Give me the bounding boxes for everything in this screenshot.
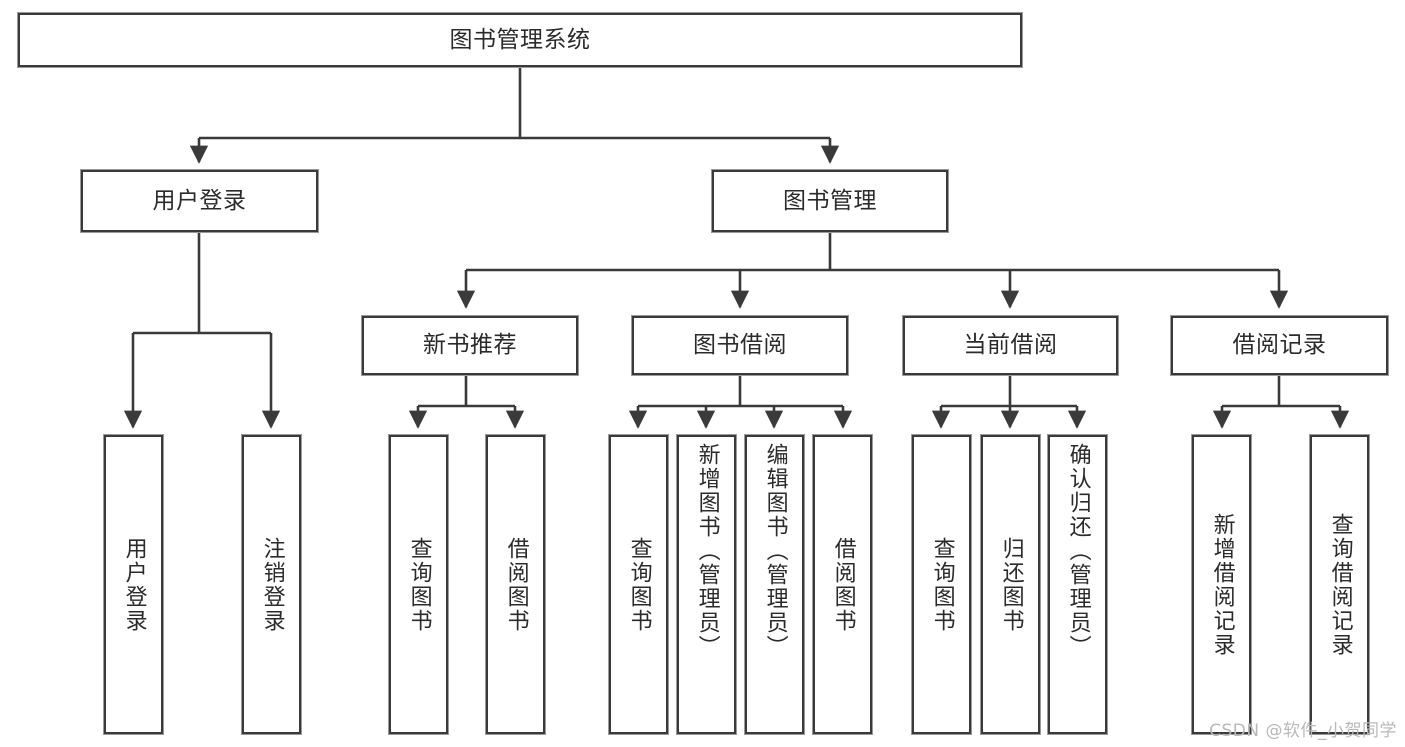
node-leaf-query-book-borrow[interactable]: 查询图书 (609, 435, 668, 734)
node-label: 编辑图书（管理员） (762, 443, 788, 659)
node-label: 查询图书 (626, 536, 652, 633)
node-label: 查询图书 (406, 536, 432, 633)
watermark: CSDN @软件_小贺同学 (1209, 721, 1397, 741)
node-label: 查询借阅记录 (1327, 512, 1353, 657)
node-book-management[interactable]: 图书管理 (712, 170, 948, 232)
node-label: 确认归还（管理员） (1065, 443, 1091, 659)
node-book-borrow[interactable]: 图书借阅 (632, 316, 848, 375)
node-label: 注销登录 (259, 536, 285, 633)
node-leaf-borrow-book[interactable]: 借阅图书 (813, 435, 872, 734)
node-label: 借阅记录 (1232, 332, 1327, 359)
node-borrow-record[interactable]: 借阅记录 (1171, 316, 1388, 375)
node-leaf-user-login[interactable]: 用户登录 (104, 435, 163, 734)
node-label: 图书借阅 (693, 332, 787, 359)
node-label: 当前借阅 (963, 332, 1058, 359)
node-label: 归还图书 (998, 536, 1024, 633)
node-leaf-query-book-recommend[interactable]: 查询图书 (389, 435, 448, 734)
node-leaf-add-book-admin[interactable]: 新增图书（管理员） (677, 435, 736, 734)
node-current-borrow[interactable]: 当前借阅 (903, 316, 1118, 375)
node-label: 新增图书（管理员） (694, 443, 720, 659)
node-user-login[interactable]: 用户登录 (81, 170, 318, 232)
node-leaf-query-borrow-record[interactable]: 查询借阅记录 (1310, 435, 1369, 734)
node-leaf-add-borrow-record[interactable]: 新增借阅记录 (1192, 435, 1251, 734)
node-leaf-query-book-current[interactable]: 查询图书 (912, 435, 971, 734)
node-label: 用户登录 (121, 536, 147, 633)
node-leaf-borrow-book-recommend[interactable]: 借阅图书 (486, 435, 545, 734)
node-label: 新书推荐 (423, 332, 517, 359)
node-label: 借阅图书 (503, 536, 529, 633)
node-label: 查询图书 (929, 536, 955, 633)
node-root-book-management-system[interactable]: 图书管理系统 (18, 13, 1022, 67)
node-label: 借阅图书 (830, 536, 856, 633)
node-leaf-return-book[interactable]: 归还图书 (981, 435, 1040, 734)
node-label: 图书管理系统 (449, 26, 591, 53)
node-new-book-recommend[interactable]: 新书推荐 (362, 316, 578, 375)
node-label: 图书管理 (783, 187, 877, 214)
node-leaf-logout-login[interactable]: 注销登录 (242, 435, 301, 734)
node-leaf-confirm-return-admin[interactable]: 确认归还（管理员） (1048, 435, 1107, 734)
node-label: 用户登录 (152, 187, 247, 214)
node-leaf-edit-book-admin[interactable]: 编辑图书（管理员） (745, 435, 804, 734)
node-label: 新增借阅记录 (1209, 512, 1235, 657)
